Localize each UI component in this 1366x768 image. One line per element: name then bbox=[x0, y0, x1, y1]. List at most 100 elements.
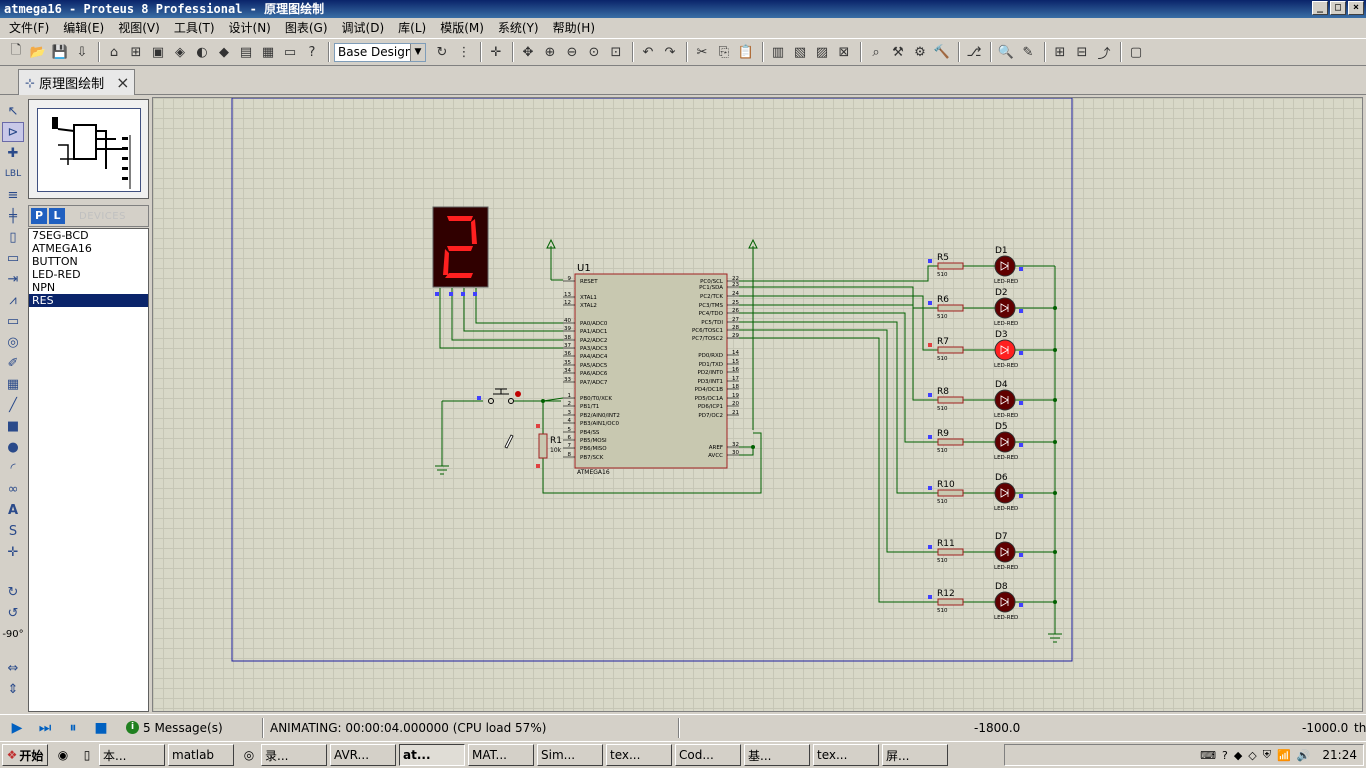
overview-window[interactable] bbox=[28, 99, 149, 199]
refresh-icon[interactable]: ↻ bbox=[436, 44, 448, 60]
pick-devices-button[interactable]: P bbox=[31, 208, 47, 224]
sim-icon[interactable]: ◐ bbox=[196, 44, 208, 60]
taskbar-item[interactable]: 基... bbox=[744, 744, 810, 766]
bus-icon[interactable]: ╪ bbox=[9, 208, 17, 224]
taskbar-item[interactable]: 屏... bbox=[882, 744, 948, 766]
undo-icon[interactable]: ↶ bbox=[642, 44, 654, 60]
report-icon[interactable]: ▢ bbox=[1129, 44, 1143, 60]
tray-app-icon[interactable]: ◆ bbox=[1233, 748, 1243, 762]
design-variant-select[interactable]: Base Design ▼ bbox=[334, 42, 426, 62]
mirror-horizontal-icon[interactable]: ⇔ bbox=[7, 660, 19, 676]
volume-icon[interactable]: 🔊 bbox=[1296, 748, 1311, 762]
tray-app-icon[interactable]: ◇ bbox=[1248, 748, 1257, 762]
3d-icon[interactable]: ◆ bbox=[219, 44, 229, 60]
taskbar-item[interactable]: Cod... bbox=[675, 744, 741, 766]
close-button[interactable]: × bbox=[1348, 1, 1364, 15]
rotate-cw-icon[interactable]: ↻ bbox=[7, 584, 19, 600]
help-icon[interactable]: ? bbox=[1221, 748, 1228, 762]
taskbar-item[interactable]: Sim... bbox=[537, 744, 603, 766]
search-icon[interactable]: 🔍 bbox=[997, 44, 1015, 60]
message-count[interactable]: i 5 Message(s) bbox=[126, 721, 223, 735]
selection-mode-icon[interactable]: ↖ bbox=[7, 103, 19, 119]
subcircuit-icon[interactable]: ▯ bbox=[9, 229, 17, 245]
rotate-ccw-icon[interactable]: ↺ bbox=[7, 605, 19, 621]
make-device-icon[interactable]: ⚒ bbox=[892, 44, 904, 60]
source-code-icon[interactable]: ▦ bbox=[261, 44, 275, 60]
graph-icon[interactable]: ⩘ bbox=[9, 292, 17, 308]
close-icon[interactable]: × bbox=[116, 73, 130, 92]
security-icon[interactable]: ⛨ bbox=[1262, 748, 1271, 761]
wire-label-icon[interactable]: LBL bbox=[4, 169, 22, 179]
minimize-button[interactable]: _ bbox=[1312, 1, 1328, 15]
origin-icon[interactable]: ✛ bbox=[490, 44, 502, 60]
marker-icon[interactable]: ✛ bbox=[7, 544, 19, 560]
menu-help[interactable]: 帮助(H) bbox=[552, 21, 596, 35]
stop-icon[interactable]: ■ bbox=[94, 719, 108, 736]
taskbar-item[interactable]: 本... bbox=[99, 744, 165, 766]
tab-schematic-capture[interactable]: ⊹ 原理图绘制 × bbox=[18, 69, 135, 95]
browser-icon[interactable]: ◎ bbox=[243, 748, 255, 762]
line-icon[interactable]: ╱ bbox=[9, 397, 17, 413]
device-item[interactable]: 7SEG-BCD bbox=[32, 229, 89, 242]
zoom-all-icon[interactable]: ⊙ bbox=[588, 44, 600, 60]
circle-icon[interactable]: ● bbox=[7, 439, 19, 455]
notes-icon[interactable]: ▭ bbox=[283, 44, 297, 60]
package-tool-icon[interactable]: ⚙ bbox=[914, 44, 926, 60]
menu-design[interactable]: 设计(N) bbox=[228, 21, 271, 35]
keyboard-icon[interactable]: ⌨ bbox=[1200, 748, 1216, 762]
arc-icon[interactable]: ◜ bbox=[10, 460, 16, 476]
device-item[interactable]: BUTTON bbox=[32, 255, 78, 268]
wire-autorouter-icon[interactable]: ⎇ bbox=[966, 44, 982, 60]
text-icon[interactable]: A bbox=[7, 502, 19, 518]
device-item-selected[interactable]: RES bbox=[29, 294, 148, 307]
property-tool-icon[interactable]: ✎ bbox=[1022, 44, 1034, 60]
device-pin-icon[interactable]: ⇥ bbox=[7, 271, 19, 287]
new-sheet-icon[interactable]: ⊞ bbox=[1054, 44, 1066, 60]
import-icon[interactable]: ⇩ bbox=[76, 44, 88, 60]
menu-library[interactable]: 库(L) bbox=[398, 21, 427, 35]
start-button[interactable]: ❖ 开始 bbox=[2, 744, 48, 766]
zoom-area-icon[interactable]: ⊡ bbox=[610, 44, 622, 60]
taskbar-item[interactable]: AVR... bbox=[330, 744, 396, 766]
pan-icon[interactable]: ✥ bbox=[522, 44, 534, 60]
quick-launch-icon[interactable]: ◉ bbox=[57, 748, 69, 762]
component-mode-icon[interactable]: ⊳ bbox=[2, 122, 24, 142]
block-rotate-icon[interactable]: ▨ bbox=[815, 44, 829, 60]
taskbar-item[interactable]: 录... bbox=[261, 744, 327, 766]
remove-sheet-icon[interactable]: ⊟ bbox=[1076, 44, 1088, 60]
block-copy-icon[interactable]: ▥ bbox=[771, 44, 785, 60]
device-item[interactable]: ATMEGA16 bbox=[32, 242, 92, 255]
help-icon[interactable]: ? bbox=[308, 44, 316, 60]
network-icon[interactable]: 📶 bbox=[1277, 748, 1291, 762]
taskbar-item[interactable]: matlab bbox=[168, 744, 234, 766]
pause-icon[interactable]: ⏸ bbox=[69, 719, 77, 736]
symbol-icon[interactable]: S bbox=[8, 523, 18, 539]
taskbar-item[interactable]: tex... bbox=[606, 744, 672, 766]
menu-debug[interactable]: 调试(D) bbox=[341, 21, 385, 35]
pick-device-icon[interactable]: ⌕ bbox=[872, 44, 880, 60]
cut-icon[interactable]: ✂ bbox=[696, 44, 708, 60]
menu-edit[interactable]: 编辑(E) bbox=[63, 21, 105, 35]
bom-icon[interactable]: ▤ bbox=[239, 44, 253, 60]
copy-icon[interactable]: ⎘ bbox=[718, 44, 730, 60]
menu-view[interactable]: 视图(V) bbox=[118, 21, 160, 35]
menu-template[interactable]: 模版(M) bbox=[440, 21, 484, 35]
voltage-probe-icon[interactable]: ✐ bbox=[7, 355, 19, 371]
path-icon[interactable]: ∞ bbox=[7, 481, 19, 497]
gerber-icon[interactable]: ◈ bbox=[175, 44, 185, 60]
text-script-icon[interactable]: ≡ bbox=[7, 187, 19, 203]
decompose-icon[interactable]: 🔨 bbox=[933, 44, 951, 60]
taskbar-item[interactable]: MAT... bbox=[468, 744, 534, 766]
mirror-vertical-icon[interactable]: ⇕ bbox=[7, 681, 19, 697]
taskbar-item-active[interactable]: at... bbox=[399, 744, 465, 766]
save-icon[interactable]: 💾 bbox=[51, 44, 69, 60]
exit-to-parent-icon[interactable]: ⤴ bbox=[1097, 46, 1111, 62]
redo-icon[interactable]: ↷ bbox=[664, 44, 676, 60]
new-file-icon[interactable]: 🗋 bbox=[10, 43, 22, 58]
menu-graph[interactable]: 图表(G) bbox=[284, 21, 328, 35]
maximize-button[interactable]: □ bbox=[1330, 1, 1346, 15]
open-folder-icon[interactable]: 📂 bbox=[29, 44, 47, 60]
play-icon[interactable]: ▶ bbox=[11, 719, 23, 736]
pcb-icon[interactable]: ▣ bbox=[151, 44, 165, 60]
